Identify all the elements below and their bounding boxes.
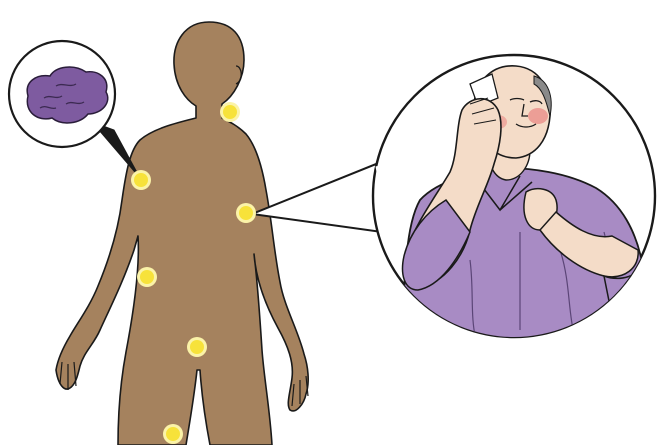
sweating-man-callout [252,55,655,345]
lymph-node-groin [187,337,207,357]
lymph-node-neck [220,102,240,122]
lymph-node-chest [138,177,144,183]
cheek-flush [528,108,548,124]
right-callout-pointer [252,160,386,232]
lymph-node-closeup-callout [9,41,140,178]
lymph-node-knee [163,424,183,444]
lymph-node-right-armpit [236,203,256,223]
lymph-node-left-abdomen [137,267,157,287]
